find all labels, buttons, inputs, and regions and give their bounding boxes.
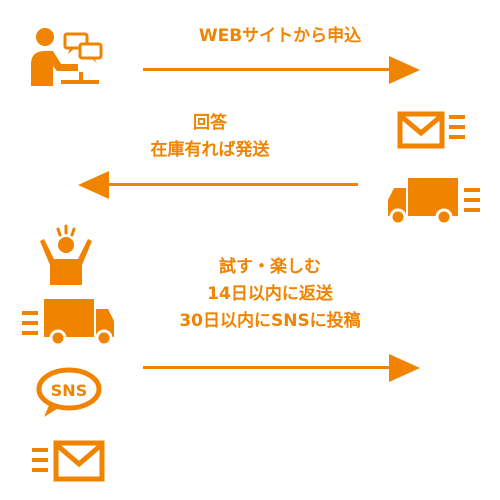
step-2-line-1: 回答 [193, 113, 227, 133]
arrow-right-icon [143, 56, 420, 84]
step-3-caption: 試す・楽しむ 14日以内に返送 30日以内にSNSに投稿 [150, 254, 390, 335]
step-2-line-2: 在庫有れば発送 [150, 140, 270, 160]
sns-badge-text: SNS [51, 381, 87, 400]
user-computer-icon [31, 28, 103, 86]
happy-person-icon [40, 224, 92, 285]
delivery-truck-icon [388, 178, 480, 226]
step-3-line-1: 試す・楽しむ [219, 257, 321, 277]
mail-sent-icon [32, 440, 105, 482]
step-2-caption: 回答 在庫有れば発送 [110, 110, 310, 164]
step-3-line-3: 30日以内にSNSに投稿 [179, 311, 361, 331]
arrow-right-icon [143, 354, 420, 382]
sns-speech-bubble-icon: SNS [36, 367, 102, 417]
delivery-truck-icon [22, 299, 114, 347]
step-1-caption: WEBサイトから申込 [130, 23, 430, 50]
arrow-left-icon [78, 171, 358, 199]
mail-sent-icon [397, 111, 465, 149]
step-3-line-2: 14日以内に返送 [207, 284, 333, 304]
step-1-line-1: WEBサイトから申込 [198, 26, 362, 46]
